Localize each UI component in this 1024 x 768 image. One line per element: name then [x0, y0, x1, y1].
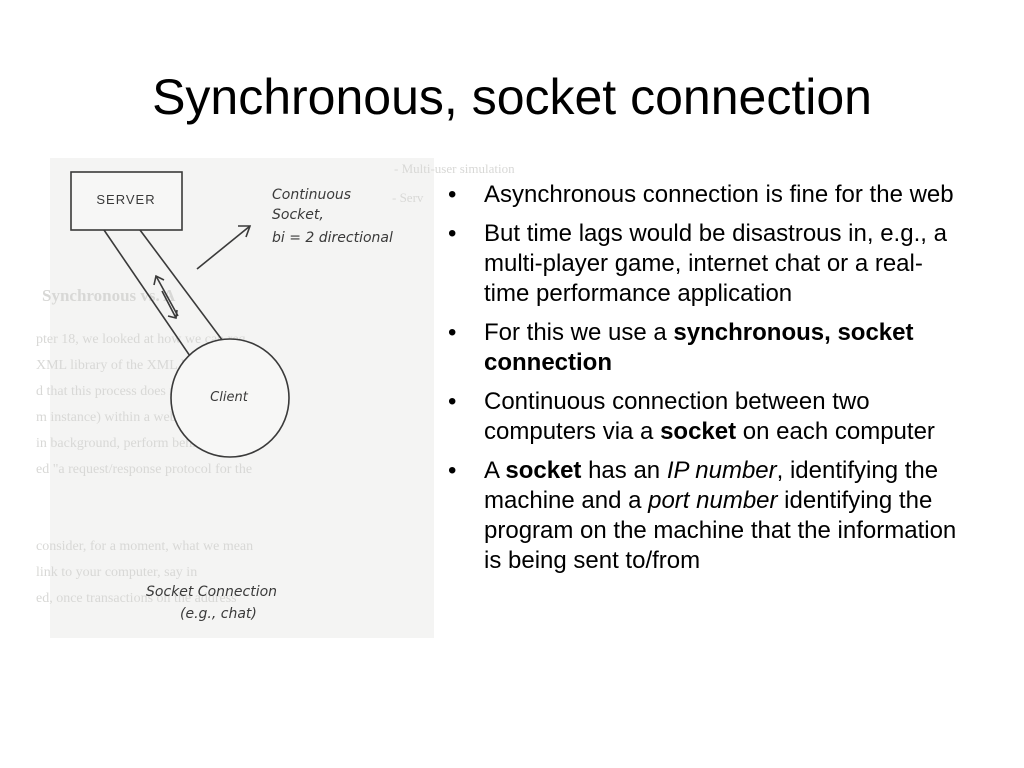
bg-text-line: - Serv — [392, 190, 424, 205]
bullet-text: identifying the program on the machine t… — [484, 487, 957, 574]
bg-text-line: Synchronous vs. A — [42, 286, 176, 305]
bg-text-line: - Multi-user simulation — [394, 161, 515, 176]
server-label: SERVER — [96, 192, 155, 207]
bidirectional-arrow-icon — [153, 274, 179, 319]
bullet-text: on each computer — [736, 418, 935, 445]
annotation-line: Continuous — [272, 187, 351, 203]
bullet-text: , identifying the machine and a — [484, 457, 939, 514]
bullet-item: Continuous connection between two comput… — [446, 387, 966, 447]
bullet-list: Asynchronous connection is fine for the … — [446, 180, 966, 585]
client-circle — [170, 338, 290, 458]
socket-diagram: - Multi-user simulation - Serv Synchrono… — [36, 158, 515, 638]
annotation-arrow-icon — [196, 225, 252, 270]
bold-term: synchronous, socket connection — [484, 319, 914, 376]
bullet-text: Continuous connection between two comput… — [484, 388, 870, 445]
bullet-text: A — [484, 457, 506, 484]
socket-diagram-svg: - Multi-user simulation - Serv Synchrono… — [36, 161, 515, 622]
slide-title: Synchronous, socket connection — [152, 69, 872, 125]
bg-text-line: link to your computer, say in — [36, 565, 197, 580]
bold-term: socket — [660, 418, 737, 445]
bold-term: socket — [505, 457, 582, 484]
server-box — [70, 171, 183, 231]
bg-text-line: ed "a request/response protocol for the — [36, 462, 252, 477]
bullet-text: But time lags would be disastrous in, e.… — [484, 220, 947, 307]
bg-text-line: ed, once transactions on the address — [36, 591, 237, 606]
bullet-item: For this we use a synchronous, socket co… — [446, 318, 966, 378]
caption-line: (e.g., chat) — [180, 606, 257, 622]
socket-annotation: Continuous Socket, bi = 2 directional — [272, 187, 393, 246]
bg-text-line: consider, for a moment, what we mean — [36, 539, 253, 554]
bullet-text: has an — [581, 457, 667, 484]
diagram-caption: Socket Connection (e.g., chat) — [146, 584, 277, 622]
annotation-line: Socket, — [272, 207, 324, 223]
bullet-text: Asynchronous connection is fine for the … — [484, 181, 954, 208]
bullet-text: For this we use a — [484, 319, 674, 346]
bullet-item: Asynchronous connection is fine for the … — [446, 180, 966, 210]
client-label: Client — [210, 390, 249, 405]
italic-term: port number — [648, 487, 778, 514]
bullet-item: But time lags would be disastrous in, e.… — [446, 219, 966, 309]
bullet-item: A socket has an IP number, identifying t… — [446, 456, 966, 576]
bg-text-line: pter 18, we looked at how we can req — [36, 332, 246, 347]
annotation-line: bi = 2 directional — [272, 230, 393, 246]
caption-line: Socket Connection — [146, 584, 277, 600]
italic-term: IP number — [666, 457, 777, 484]
